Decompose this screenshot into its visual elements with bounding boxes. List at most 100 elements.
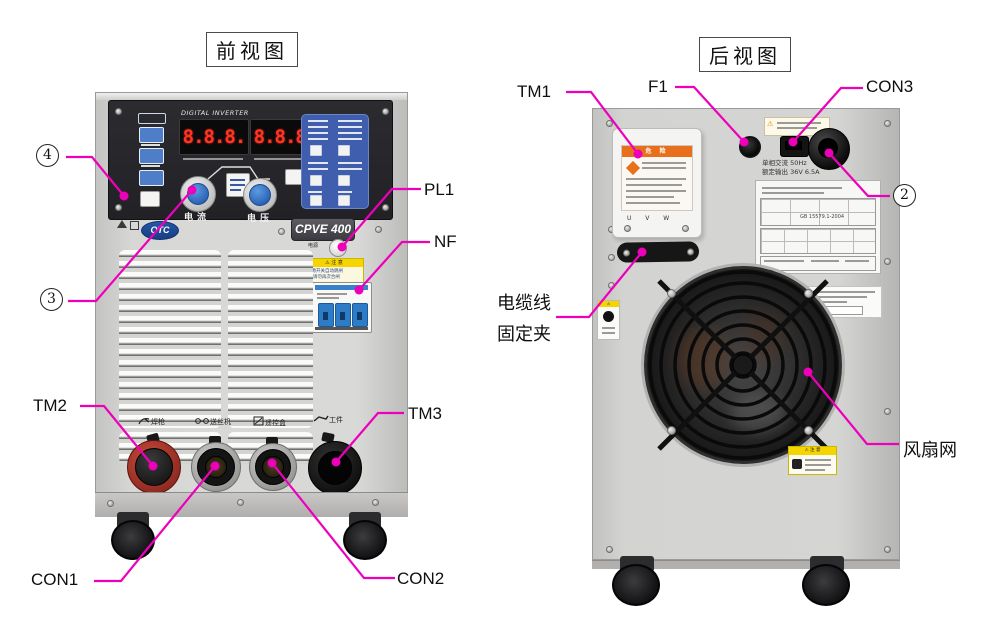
breaker-base [315,327,368,330]
torch-icon [138,417,150,425]
voltage-knob [249,184,271,206]
screw [608,254,615,261]
pl1-label: 电源 [308,243,319,249]
mode-select-panel [301,114,369,209]
screw [608,282,615,289]
callout-num2: 2 [893,184,916,207]
screw [372,499,379,506]
callout-pl1: PL1 [424,180,455,199]
screw [115,204,122,211]
pl1-power-lamp [329,239,347,257]
screw [107,500,114,507]
con3-connector [780,136,809,157]
screw [115,108,122,115]
current-knob-label: 电流 [183,213,210,223]
button-caption [141,144,160,146]
display-units-row [183,158,243,160]
fan-screw [667,426,676,435]
wire-feeder-icon [195,418,209,424]
vent-louvers-right [228,250,313,428]
screw [382,108,389,115]
screw [884,258,891,265]
breaker-trim [315,285,368,290]
nf-warning-title: ⚠ 注 意 [305,259,363,267]
callout-tm1: TM1 [517,82,551,101]
wire-feeder-label: 送丝机 [195,416,231,427]
front-machine: DIGITAL INVERTER 8.8.8. 8.8.8. 电流 电压 [95,92,408,562]
screw [624,225,631,232]
tm2-socket [135,448,173,486]
current-knob [187,183,209,205]
remote-box-label: 遥控盒 [253,416,286,428]
mode-header-box [138,113,166,124]
nameplate-grid-2 [760,228,876,254]
callout-con2: CON2 [397,569,445,588]
caster-wheel [343,520,387,560]
panel-button-2 [139,148,164,164]
select-button [310,175,322,186]
callout-num3: 3 [40,288,63,311]
select-button [310,145,322,156]
manual-icon [130,221,139,230]
callout-con1: CON1 [31,570,79,589]
callout-fan-guard: 风扇网 [903,440,957,461]
nf-warning-line2: 后,请勿再次合闸 [307,275,340,280]
f1-fuse-holder [739,136,761,158]
danger-title: 危 险 [622,146,692,157]
screw [606,120,613,127]
voltage-knob-label: 电压 [246,214,273,224]
workpiece-icon [313,415,329,422]
fan-grille [648,270,838,460]
front-top-edge [96,93,407,100]
screw [682,225,689,232]
torch-label: 焊枪 [137,416,165,427]
ground-icon [603,311,614,322]
callout-nf: NF [434,232,457,251]
grommet-hole [818,138,838,158]
nf-warning-sticker: ⚠ 注 意 电源开关自动跳闸 后,请勿再次合闸 [304,258,364,283]
screw [622,249,631,257]
cable-clamp-line1: 电缆线 [497,293,551,314]
rear-view-title: 后视图 [699,37,791,72]
control-panel: DIGITAL INVERTER 8.8.8. 8.8.8. 电流 电压 [108,100,393,224]
nameplate: GB 15579.1-2004 [755,180,881,274]
select-button [338,195,350,206]
model-badge: CPVE 400 [291,218,355,241]
vent-louvers-left [119,250,221,428]
panel-button-1 [139,127,164,143]
screw [375,226,382,233]
screw [884,120,891,127]
fan-screw [804,289,813,298]
fan-warning-title: ⚠ 注 意 [789,447,836,455]
workpiece-label: 工件 [313,414,343,425]
cable-clamp [616,241,700,263]
otc-logo: OTC [141,221,179,240]
cable-clamp-line2: 固定夹 [497,324,551,345]
display-units-row [254,158,314,160]
standard-number: GB 15579.1-2004 [800,214,845,220]
fan-screw [667,289,676,298]
ground-sticker: ⚠ [597,300,620,340]
danger-sticker: 危 险 [621,145,693,211]
remote-box-icon [253,416,264,426]
callout-f1: F1 [648,77,668,96]
pinch-hazard-icon [792,459,802,469]
callout-tm3: TM3 [408,404,442,423]
brand-text: DIGITAL INVERTER [181,109,249,117]
con1-pins [205,456,227,478]
caster-wheel [111,520,155,560]
breaker-toggle [352,303,368,327]
panel-button-3 [139,170,164,186]
rating-line2: 额定输出 36V 6.5A [762,168,820,176]
nf-breaker [312,282,372,333]
fan-screw [804,426,813,435]
rear-machine: 危 险 U V W ⚠ [592,108,900,606]
rating-line1: 单相交流 50Hz [762,159,807,167]
con3-socket [785,141,802,150]
screw [884,546,891,553]
nf-warning-line1: 电源开关自动跳闸 [307,269,343,274]
breaker-toggle [318,303,334,327]
button-caption [141,165,160,167]
switch-icon [140,191,160,207]
